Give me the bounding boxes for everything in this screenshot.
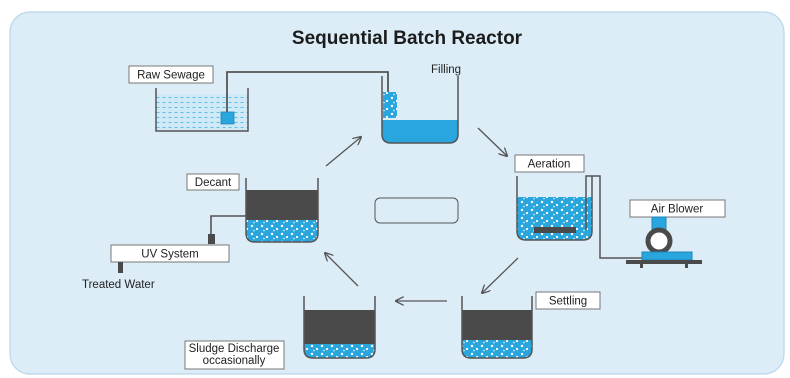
air-blower-label-box: Air Blower bbox=[629, 199, 726, 218]
decant-label-box: Decant bbox=[186, 173, 240, 191]
diagram-title: Sequential Batch Reactor bbox=[292, 28, 523, 49]
aeration-tank bbox=[516, 176, 593, 241]
raw-sewage-label-box: Raw Sewage bbox=[128, 65, 214, 84]
decant-tank bbox=[245, 178, 319, 243]
sludge-discharge-sublabel: occasionally bbox=[203, 355, 266, 367]
arrow-aeration-to-settling bbox=[482, 257, 519, 293]
pump-icon bbox=[220, 111, 235, 125]
uv-outlet bbox=[118, 262, 123, 273]
settling-label: Settling bbox=[549, 296, 587, 308]
arrow-decant-to-filling bbox=[325, 137, 361, 167]
sludge-discharge-tank bbox=[303, 296, 376, 359]
decant-pipe bbox=[210, 215, 246, 236]
settling-tank bbox=[461, 296, 533, 359]
aeration-label-box: Aeration bbox=[514, 154, 585, 173]
decant-label: Decant bbox=[195, 177, 232, 189]
sludge-discharge-label-box: Sludge Discharge occasionally bbox=[184, 340, 285, 370]
settling-label-box: Settling bbox=[535, 291, 601, 310]
aeration-label: Aeration bbox=[528, 159, 571, 171]
arrow-sludge-to-decant bbox=[325, 253, 359, 287]
arrow-filling-to-aeration bbox=[477, 127, 507, 156]
background-panel bbox=[9, 11, 785, 375]
filling-label: Filling bbox=[431, 64, 461, 76]
sludge-discharge-label: Sludge Discharge bbox=[189, 343, 280, 355]
diffuser bbox=[534, 227, 576, 233]
air-line bbox=[585, 175, 660, 259]
air-blower bbox=[626, 216, 702, 268]
raw-sewage-label: Raw Sewage bbox=[137, 70, 205, 82]
filling-tank bbox=[381, 76, 459, 144]
uv-system-label: UV System bbox=[141, 249, 199, 261]
inflow-stream bbox=[383, 92, 397, 118]
raw-sewage-tank bbox=[155, 88, 249, 132]
feed-pipe bbox=[226, 71, 389, 112]
uv-system-box: UV System bbox=[110, 244, 230, 263]
center-box bbox=[374, 197, 459, 224]
air-blower-label: Air Blower bbox=[651, 204, 704, 216]
treated-water-label: Treated Water bbox=[82, 279, 155, 291]
decant-valve bbox=[208, 234, 215, 244]
